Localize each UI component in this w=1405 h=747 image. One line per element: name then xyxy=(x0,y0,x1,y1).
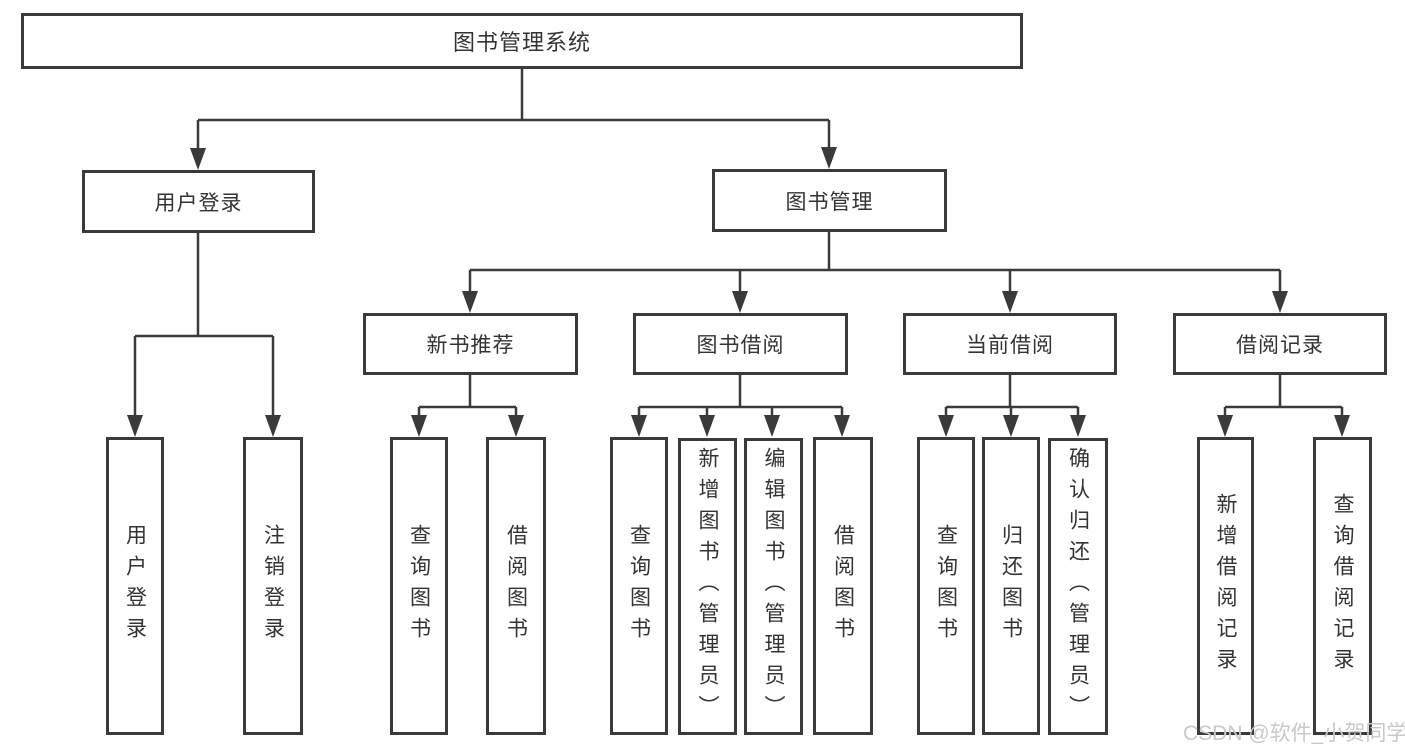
leaf-edit-book-admin: 编辑图书（管理员） xyxy=(744,438,803,735)
leaf-label: 查询图书 xyxy=(934,524,958,648)
node-book-borrow: 图书借阅 xyxy=(633,313,848,375)
leaf-query-book-2: 查询图书 xyxy=(610,437,668,735)
leaf-label: 查询图书 xyxy=(627,524,651,648)
leaf-label: 查询图书 xyxy=(407,524,431,648)
leaf-add-book-admin: 新增图书（管理员） xyxy=(678,438,737,735)
leaf-label: 用户登录 xyxy=(123,524,147,648)
leaf-add-borrow-record: 新增借阅记录 xyxy=(1197,437,1254,735)
leaf-query-book-1: 查询图书 xyxy=(390,437,448,735)
leaf-query-book-3: 查询图书 xyxy=(917,437,975,735)
leaf-label: 归还图书 xyxy=(999,524,1023,648)
node-new-book-recommend: 新书推荐 xyxy=(363,313,578,375)
leaf-return-book: 归还图书 xyxy=(982,437,1040,735)
leaf-user-login: 用户登录 xyxy=(106,437,164,735)
leaf-query-borrow-record: 查询借阅记录 xyxy=(1313,437,1372,735)
node-library-system: 图书管理系统 xyxy=(21,13,1023,69)
csdn-watermark: CSDN @软件_小贺同学 xyxy=(1183,722,1405,745)
leaf-logout: 注销登录 xyxy=(243,437,303,735)
leaf-label: 注销登录 xyxy=(261,524,285,648)
node-current-borrow: 当前借阅 xyxy=(903,313,1117,375)
leaf-label: 新增图书（管理员） xyxy=(696,447,719,726)
leaf-label: 借阅图书 xyxy=(831,524,855,648)
leaf-label: 借阅图书 xyxy=(504,524,528,648)
leaf-label: 新增借阅记录 xyxy=(1214,493,1237,679)
leaf-label: 查询借阅记录 xyxy=(1331,493,1354,679)
node-book-management: 图书管理 xyxy=(712,169,947,232)
node-user-login: 用户登录 xyxy=(82,170,315,233)
leaf-label: 确认归还（管理员） xyxy=(1066,447,1090,726)
leaf-borrow-book-1: 借阅图书 xyxy=(486,437,546,735)
leaf-borrow-book-2: 借阅图书 xyxy=(813,437,873,735)
node-borrow-records: 借阅记录 xyxy=(1173,313,1387,375)
leaf-label: 编辑图书（管理员） xyxy=(762,447,785,726)
leaf-confirm-return-admin: 确认归还（管理员） xyxy=(1048,438,1108,735)
